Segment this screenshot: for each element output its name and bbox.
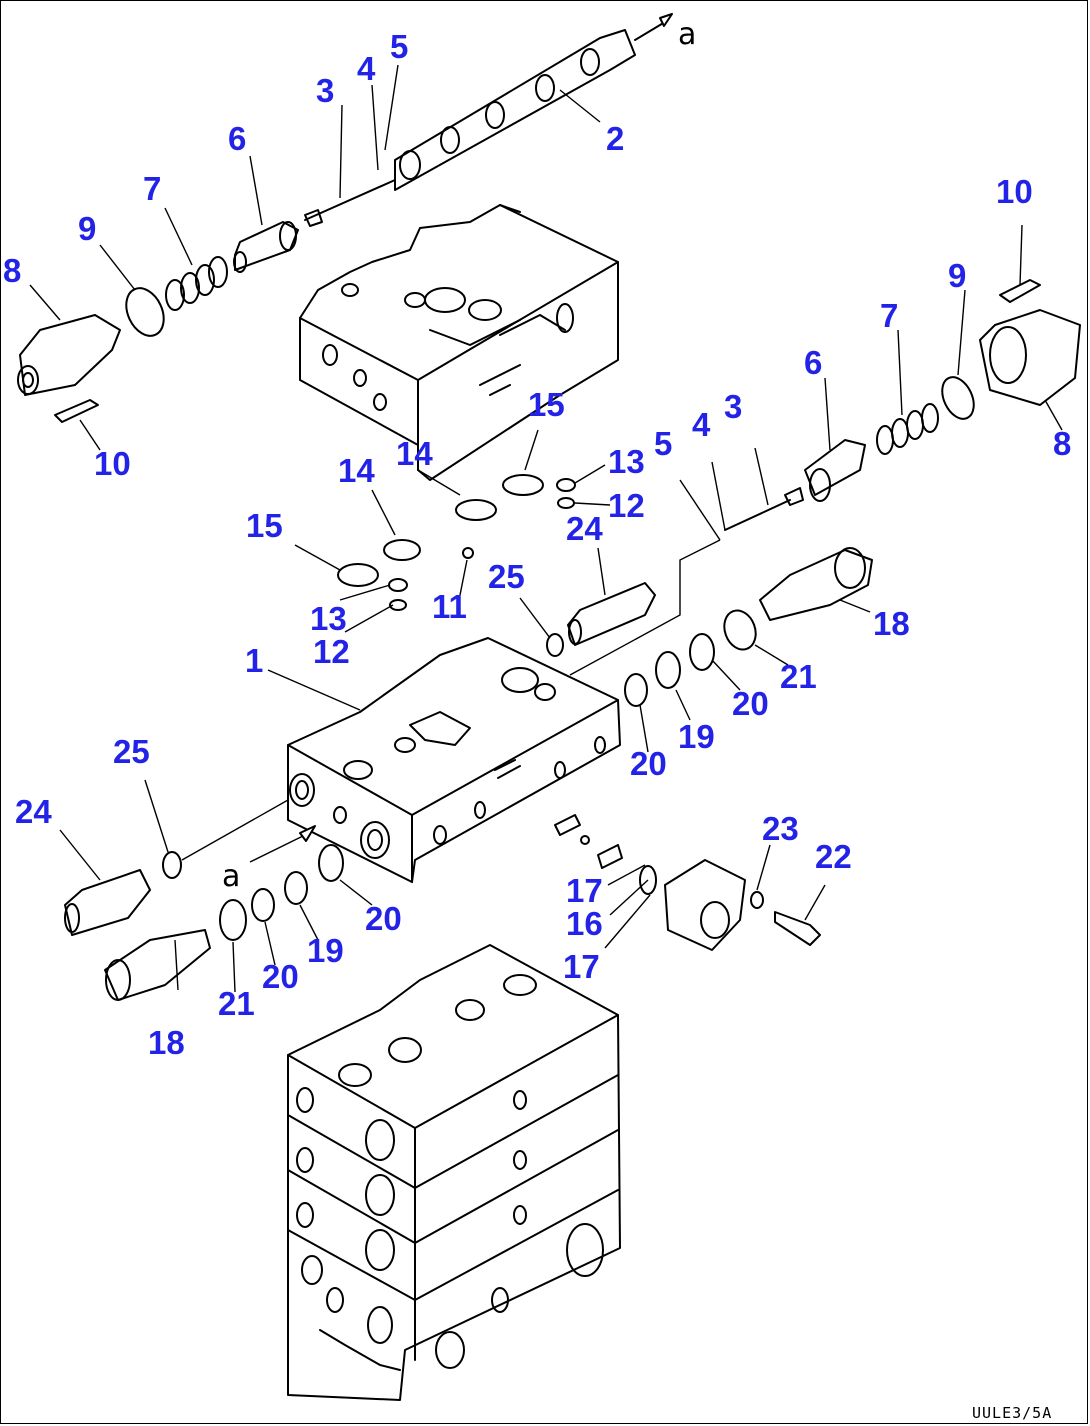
sub-block-right [554,814,821,951]
callout-7: 7 [143,170,161,207]
arrow-marker-a-top: a [678,17,696,52]
callout-10: 10 [94,445,131,482]
seal-rings-middle [337,474,576,611]
callout-3: 3 [724,388,742,425]
callout-19: 19 [307,932,344,969]
callout-3: 3 [316,72,334,109]
callout-16: 16 [566,905,603,942]
callout-2: 2 [606,120,624,157]
callout-21: 21 [218,985,255,1022]
callout-15: 15 [528,386,565,423]
callout-labels: 1 2 3 3 4 4 5 5 6 6 7 7 8 8 9 9 10 10 11… [3,28,1071,1061]
leader-lines [29,64,1063,993]
spool-assembly-top [304,13,673,227]
callout-9: 9 [948,257,966,294]
callout-12: 12 [313,633,350,670]
upper-valve-block [299,204,619,481]
callout-14: 14 [396,435,433,472]
callout-20: 20 [630,745,667,782]
callout-7: 7 [880,297,898,334]
callout-12: 12 [608,487,645,524]
callout-17: 17 [566,872,603,909]
callout-6: 6 [228,120,246,157]
callout-8: 8 [1053,425,1071,462]
callout-23: 23 [762,810,799,847]
callout-14: 14 [338,452,375,489]
callout-18: 18 [873,605,910,642]
spool-cap-right [724,279,1081,531]
callout-21: 21 [780,658,817,695]
callout-22: 22 [815,838,852,875]
relief-valves-left [64,799,344,1001]
drawing-code: UULE3/5A [972,1404,1052,1422]
callout-8: 8 [3,252,21,289]
callout-25: 25 [113,733,150,770]
callout-10: 10 [996,173,1033,210]
callout-4: 4 [692,406,711,443]
callout-9: 9 [78,210,96,247]
spool-cap-left [17,221,299,423]
callout-5: 5 [390,28,408,65]
main-valve-block [287,637,621,883]
callout-20: 20 [732,685,769,722]
callout-24: 24 [566,510,603,547]
arrow-marker-a-left: a [222,859,240,894]
callout-11: 11 [432,588,467,625]
callout-25: 25 [488,558,525,595]
callout-20: 20 [365,900,402,937]
callout-19: 19 [678,718,715,755]
callout-6: 6 [804,344,822,381]
callout-20: 20 [262,958,299,995]
callout-4: 4 [357,50,376,87]
callout-1: 1 [245,642,263,679]
callout-5: 5 [654,425,672,462]
callout-13: 13 [310,600,347,637]
callout-17: 17 [563,948,600,985]
lower-valve-stack [287,944,621,1401]
callout-18: 18 [148,1024,185,1061]
relief-valves-right [546,547,873,707]
callout-13: 13 [608,443,645,480]
callout-24: 24 [15,793,52,830]
callout-15: 15 [246,507,283,544]
